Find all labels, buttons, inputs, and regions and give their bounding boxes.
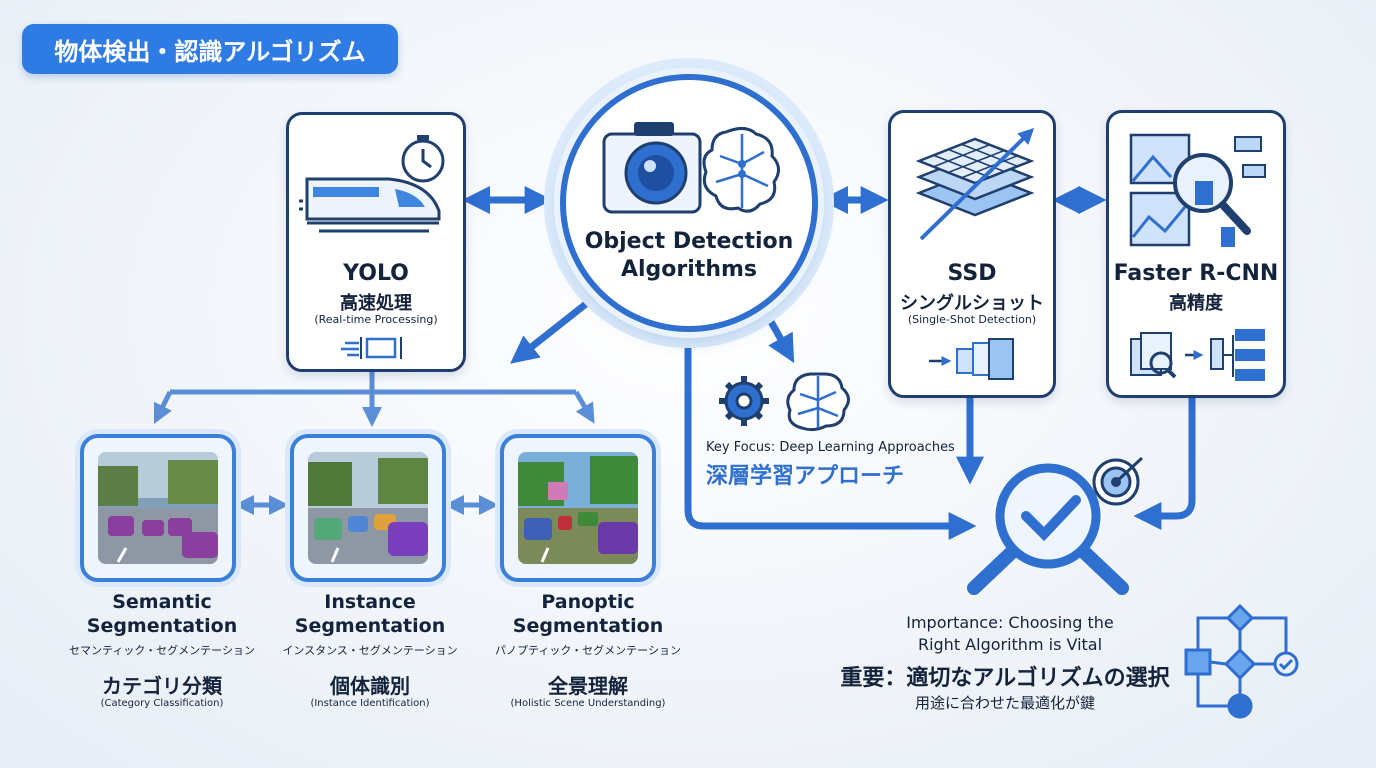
region-proposal-icon bbox=[1130, 329, 1265, 381]
importance-text: Importance: Choosing the Right Algorithm… bbox=[860, 612, 1160, 656]
yolo-subtitle-en: (Real-time Processing) bbox=[314, 313, 438, 326]
importance-line1: Importance: Choosing the bbox=[906, 613, 1114, 632]
faster-rcnn-card[interactable]: Faster R-CNN 高精度 bbox=[1106, 110, 1286, 398]
instance-title-line2: Segmentation bbox=[294, 615, 446, 637]
panoptic-thumbnail[interactable] bbox=[500, 434, 656, 582]
semantic-title-line1: Semantic bbox=[112, 591, 212, 613]
key-focus-label-ja: 深層学習アプローチ bbox=[706, 464, 905, 489]
center-title-line2: Algorithms bbox=[620, 257, 758, 282]
instance-title: Instance Segmentation bbox=[268, 590, 472, 638]
gear-brain-icon bbox=[719, 372, 850, 432]
panoptic-scene-image bbox=[518, 452, 638, 564]
semantic-kana: セマンティック・セグメンテーション bbox=[69, 644, 255, 657]
speed-frame-icon bbox=[341, 337, 402, 359]
semantic-category: カテゴリ分類 bbox=[102, 674, 222, 698]
single-shot-icon bbox=[929, 338, 1014, 380]
panoptic-category: 全景理解 bbox=[548, 674, 628, 698]
yolo-subtitle-ja: 高速処理 bbox=[340, 293, 412, 314]
faster-rcnn-title: Faster R-CNN bbox=[1113, 261, 1279, 286]
panoptic-title: Panoptic Segmentation bbox=[486, 590, 690, 638]
center-title: Object Detection Algorithms bbox=[560, 228, 818, 284]
importance-sub-ja: 用途に合わせた最適化が鍵 bbox=[914, 694, 1095, 712]
layered-grid-icon bbox=[915, 127, 1035, 241]
magnifier-check-icon bbox=[967, 456, 1144, 595]
arrow-faster-to-importance bbox=[1133, 398, 1196, 530]
flowchart-icon bbox=[1184, 603, 1299, 719]
arrow-center-to-importance bbox=[684, 336, 977, 540]
yolo-card[interactable]: YOLO 高速処理 (Real-time Processing) bbox=[286, 112, 466, 372]
instance-scene-image bbox=[308, 452, 428, 564]
importance-title-ja: 重要：適切なアルゴリズムの選択 bbox=[840, 666, 1170, 691]
yolo-title: YOLO bbox=[343, 261, 409, 286]
arrow-branch-panoptic bbox=[573, 390, 595, 424]
arrow-branch-semantic bbox=[153, 390, 173, 425]
instance-category-en: (Instance Identification) bbox=[310, 698, 430, 709]
instance-category: 個体識別 bbox=[330, 674, 410, 698]
panoptic-kana: パノプティック・セグメンテーション bbox=[495, 644, 681, 657]
ssd-title: SSD bbox=[947, 261, 997, 286]
panoptic-title-line1: Panoptic bbox=[541, 591, 635, 613]
semantic-title-line2: Segmentation bbox=[86, 615, 238, 637]
semantic-title: Semantic Segmentation bbox=[60, 590, 264, 638]
ssd-card[interactable]: SSD シングルショット (Single-Shot Detection) bbox=[888, 110, 1056, 398]
semantic-scene-image bbox=[98, 452, 218, 564]
key-focus-label: Key Focus: Deep Learning Approaches bbox=[706, 440, 955, 455]
semantic-category-en: (Category Classification) bbox=[100, 698, 224, 709]
magnifier-image-icon bbox=[1129, 133, 1266, 247]
camera-brain-icon bbox=[602, 122, 780, 214]
instance-thumbnail[interactable] bbox=[290, 434, 446, 582]
panoptic-category-en: (Holistic Scene Understanding) bbox=[510, 698, 666, 709]
faster-rcnn-subtitle-ja: 高精度 bbox=[1169, 293, 1223, 314]
importance-line2: Right Algorithm is Vital bbox=[917, 635, 1103, 654]
panoptic-title-line2: Segmentation bbox=[512, 615, 664, 637]
arrow-center-to-segmentation bbox=[510, 293, 599, 364]
bullet-train-icon bbox=[299, 135, 445, 233]
semantic-thumbnail[interactable] bbox=[80, 434, 236, 582]
banner-title: 物体検出・認識アルゴリズム bbox=[54, 37, 366, 66]
center-halo bbox=[544, 58, 834, 348]
instance-kana: インスタンス・セグメンテーション bbox=[282, 644, 458, 657]
instance-title-line1: Instance bbox=[324, 591, 416, 613]
ssd-subtitle-ja: シングルショット bbox=[900, 293, 1044, 314]
arrow-yolo-branch bbox=[170, 372, 576, 395]
center-title-line1: Object Detection bbox=[584, 229, 794, 254]
ssd-subtitle-en: (Single-Shot Detection) bbox=[907, 313, 1037, 326]
title-banner: 物体検出・認識アルゴリズム bbox=[22, 24, 398, 74]
